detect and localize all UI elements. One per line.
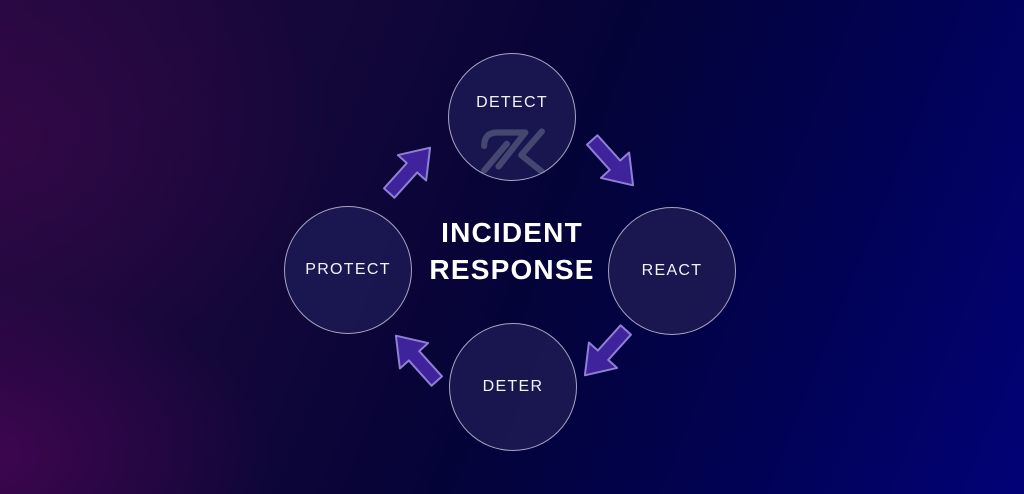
diagram-title-line-2: RESPONSE xyxy=(429,254,595,285)
arrow-deter-to-protect xyxy=(394,334,443,387)
node-detect: DETECT xyxy=(448,53,576,181)
rk-logo-watermark-icon xyxy=(481,128,545,173)
arrow-protect-to-detect xyxy=(383,146,432,199)
diagram-title: INCIDENT RESPONSE xyxy=(429,214,594,288)
arrow-react-to-deter xyxy=(583,324,632,377)
node-protect: PROTECT xyxy=(284,206,412,334)
node-deter: DETER xyxy=(449,323,577,451)
node-react: REACT xyxy=(608,207,736,335)
node-protect-label: PROTECT xyxy=(305,261,391,278)
node-detect-label: DETECT xyxy=(476,94,548,111)
diagram-title-line-1: INCIDENT xyxy=(441,217,583,248)
node-react-label: REACT xyxy=(641,262,703,279)
arrow-detect-to-react xyxy=(586,134,635,187)
node-deter-label: DETER xyxy=(482,378,544,395)
